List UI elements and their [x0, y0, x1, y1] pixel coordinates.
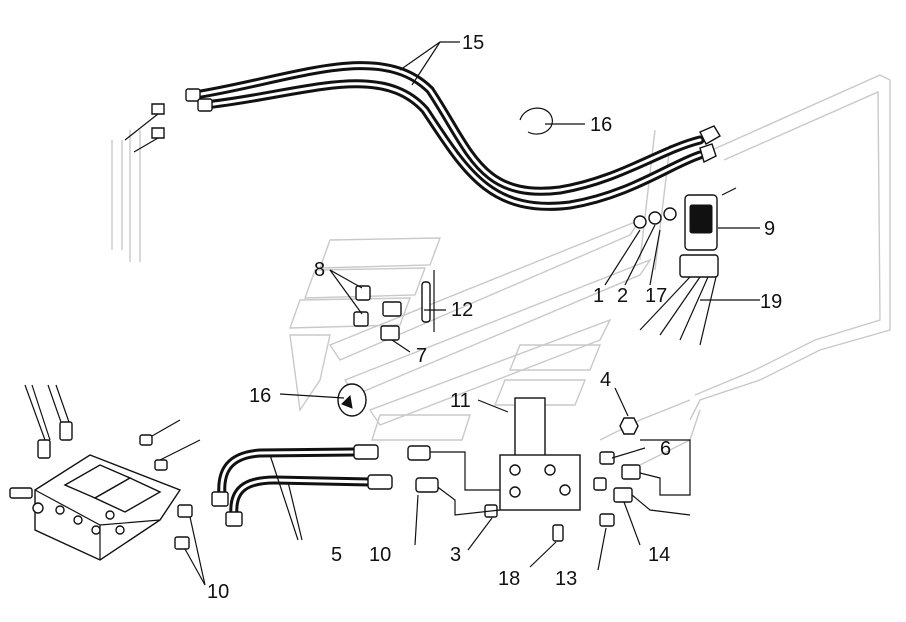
- callout-18: 18: [498, 568, 520, 590]
- callout-3: 3: [450, 544, 461, 566]
- seal-ring-2: [648, 211, 662, 225]
- callout-6: 6: [660, 438, 671, 460]
- seal-ring-17: [663, 207, 677, 221]
- callout-10-center: 10: [369, 544, 391, 566]
- fitting-6-b: [621, 464, 641, 480]
- fitting-14: [613, 487, 633, 503]
- fitting-6-a: [599, 451, 615, 465]
- leader-lines: [184, 41, 760, 586]
- fitting-7-upper: [382, 301, 402, 317]
- hose-end-fitting: [197, 98, 213, 112]
- fitting-13: [599, 513, 615, 527]
- fitting-7-lower: [380, 325, 400, 341]
- nut-4: [619, 417, 639, 435]
- control-valve-bank: [9, 384, 201, 561]
- callout-12: 12: [451, 299, 473, 321]
- callout-13: 13: [555, 568, 577, 590]
- small-fittings-group: [353, 270, 435, 341]
- bolt-18: [552, 524, 564, 542]
- callout-17: 17: [645, 285, 667, 307]
- callout-16-top: 16: [590, 114, 612, 136]
- callout-9: 9: [764, 218, 775, 240]
- callout-7: 7: [416, 345, 427, 367]
- connector-group: [633, 187, 737, 346]
- seal-ring-1: [633, 215, 647, 229]
- connector-plug-19: [679, 254, 719, 278]
- bolt-pair: [124, 103, 165, 153]
- hose-pair-5: [211, 444, 393, 527]
- hose-end-fitting: [185, 88, 201, 102]
- callout-11: 11: [450, 390, 471, 412]
- callout-16-middle: 16: [249, 385, 271, 407]
- chassis-ghost-outline: [111, 74, 891, 471]
- right-fittings: [593, 417, 641, 527]
- callout-1: 1: [593, 285, 604, 307]
- callout-14: 14: [648, 544, 670, 566]
- callout-15: 15: [462, 32, 484, 54]
- hose-assembly-15: [185, 61, 721, 211]
- clip-ring-16-top: [519, 107, 553, 135]
- callout-labels: 15 16 9 8 1 2 17 19 12 7 4 16 11 6 5 10 …: [207, 32, 782, 603]
- clip-ring-16-middle: [337, 383, 367, 417]
- callout-5: 5: [331, 544, 342, 566]
- fitting-8-lower: [353, 311, 369, 327]
- callout-19: 19: [760, 291, 782, 313]
- hose-elbow-fitting: [699, 125, 721, 145]
- valve-stem-11: [514, 397, 546, 459]
- callout-4: 4: [600, 369, 611, 391]
- valve-block-group: [484, 397, 581, 542]
- callout-2: 2: [617, 285, 628, 307]
- fitting-8-upper: [355, 285, 371, 301]
- callout-8: 8: [314, 259, 325, 281]
- valve-block: [499, 454, 581, 511]
- fittings-10-center: [407, 445, 439, 493]
- bolt-12: [421, 281, 431, 323]
- callout-10-left: 10: [207, 581, 229, 603]
- hose-elbow-fitting: [699, 143, 717, 164]
